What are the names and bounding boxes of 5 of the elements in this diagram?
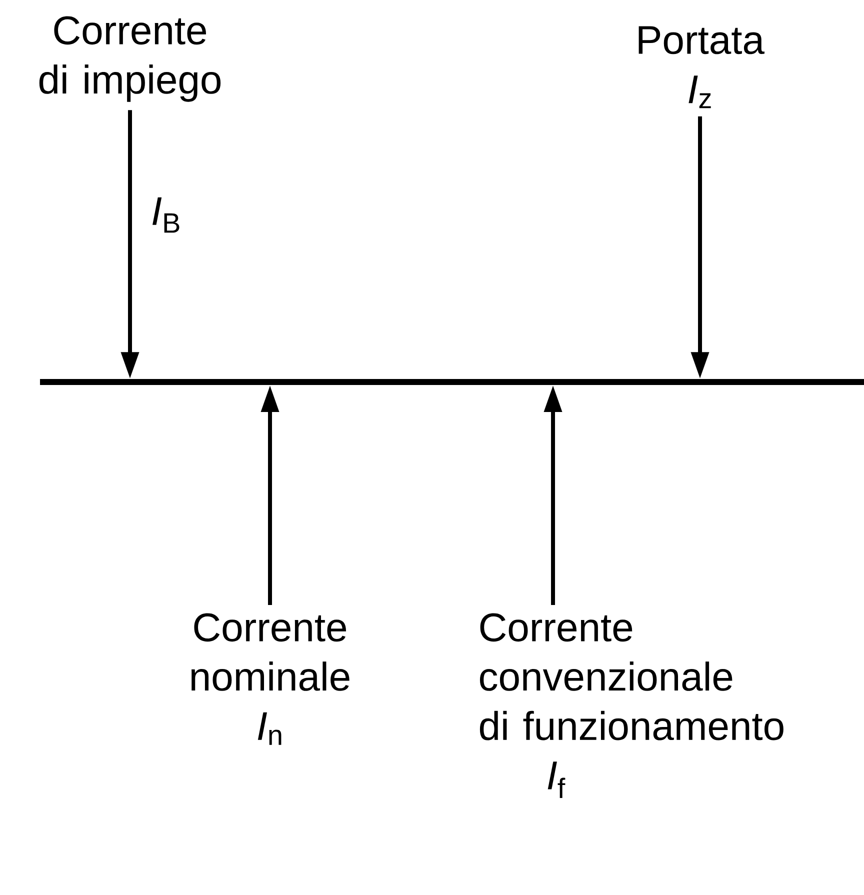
annotation-label: Corrente nominale I$_{n}$	[192, 613, 350, 745]
annotation-label: Portata I$_{z}$	[638, 26, 764, 108]
annotation-label: Corrente di impiego	[39, 16, 221, 102]
edge-label: I$_{B}$	[148, 194, 184, 236]
annotation-label: Corrente convenzionale di funzionamento I$_{f}$	[480, 613, 784, 798]
